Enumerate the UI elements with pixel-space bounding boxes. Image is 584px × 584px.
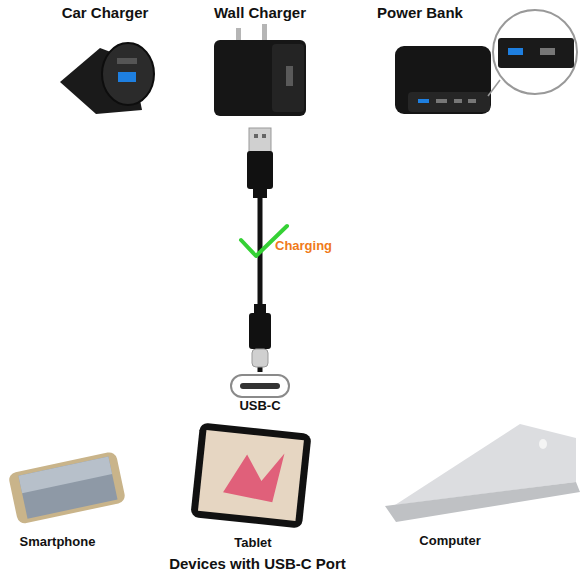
smartphone-illustration (8, 451, 126, 525)
node-label: Power Bank (340, 4, 500, 22)
device-item: Computer (395, 415, 505, 549)
usb-c-plug (249, 304, 271, 367)
usb-port (540, 48, 555, 55)
tablet-screen-art (223, 447, 285, 503)
tablet-screen (198, 430, 304, 521)
usb-c-port-illustration (231, 375, 289, 397)
tablet-body (190, 422, 311, 528)
plug-hole (254, 134, 258, 138)
wall-charger-illustration (214, 24, 306, 116)
car-charger-illustration (60, 43, 154, 114)
charger-logo-strip (117, 58, 137, 64)
usb-a-plug (247, 128, 273, 198)
charger-side (272, 44, 304, 112)
plug-housing (247, 151, 273, 189)
node-label: Computer (375, 533, 525, 549)
port-item: USB-C (227, 372, 293, 414)
plug-prong (262, 24, 267, 40)
laptop-logo (539, 439, 547, 449)
edge-label: Charging (275, 238, 332, 253)
power-bank-body (395, 46, 491, 114)
charger-face (102, 43, 154, 105)
node-label: USB-C (207, 398, 313, 414)
plug-metal (252, 349, 268, 367)
usb-port (454, 99, 462, 103)
usb-port (508, 48, 523, 55)
phone-body (8, 451, 126, 525)
charger-item: Wall Charger (200, 4, 320, 128)
node-label: Smartphone (0, 534, 130, 550)
diagram-caption: Devices with USB-C Port (100, 555, 415, 573)
plug-housing (249, 313, 271, 349)
node-label: Car Charger (25, 4, 185, 22)
phone-screen (18, 457, 117, 519)
device-item: Tablet (192, 420, 314, 551)
usb-port (436, 99, 447, 103)
plug-metal (249, 128, 271, 152)
device-item: Smartphone (5, 445, 110, 550)
usb-port (118, 72, 136, 82)
charger-item: Power Bank (360, 4, 480, 116)
laptop-base (385, 482, 580, 522)
phone-screen-highlight (18, 457, 112, 494)
charger-body (214, 40, 306, 116)
zoom-pointer (488, 80, 500, 96)
power-bank-front (408, 92, 490, 112)
tablet-illustration (190, 422, 311, 528)
computer-illustration (385, 424, 580, 522)
port-outline (231, 375, 289, 397)
zoom-circle (493, 10, 577, 94)
charger-item: Car Charger (45, 4, 165, 116)
node-label: Wall Charger (180, 4, 340, 22)
usb-port (468, 99, 476, 103)
usb-port (286, 66, 293, 86)
port-slot (240, 383, 280, 389)
power-bank-illustration (395, 10, 577, 114)
node-label: Tablet (172, 535, 334, 551)
strain-relief (253, 188, 267, 198)
usb-port (418, 99, 429, 103)
zoom-bank-detail (498, 38, 574, 68)
plug-hole (262, 134, 266, 138)
